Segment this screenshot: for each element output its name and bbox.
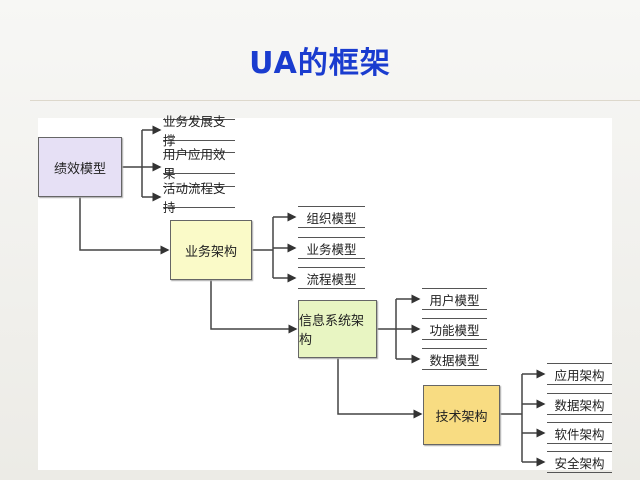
- tech-child: 数据架构: [547, 393, 612, 415]
- slide-title: UA的框架: [249, 46, 391, 81]
- business-child: 流程模型: [298, 267, 365, 289]
- diagram-panel: [38, 118, 612, 470]
- info-child: 数据模型: [422, 348, 487, 370]
- performance-child: 业务发展支撑: [163, 114, 235, 148]
- tech-child: 软件架构: [547, 422, 612, 444]
- business-child: 组织模型: [298, 206, 365, 228]
- tech-child: 应用架构: [547, 363, 612, 385]
- performance-child: 活动流程支持: [163, 181, 235, 215]
- info-system-architecture-box: 信息系统架构: [298, 300, 377, 358]
- title-divider: [30, 100, 640, 101]
- tech-child: 安全架构: [547, 451, 612, 473]
- performance-child: 用户应用效果: [163, 147, 235, 181]
- business-child: 业务模型: [298, 237, 365, 259]
- technical-architecture-box: 技术架构: [423, 385, 500, 445]
- performance-model-box: 绩效模型: [38, 137, 122, 197]
- business-architecture-box: 业务架构: [170, 220, 252, 280]
- info-child: 功能模型: [422, 318, 487, 340]
- info-child: 用户模型: [422, 288, 487, 310]
